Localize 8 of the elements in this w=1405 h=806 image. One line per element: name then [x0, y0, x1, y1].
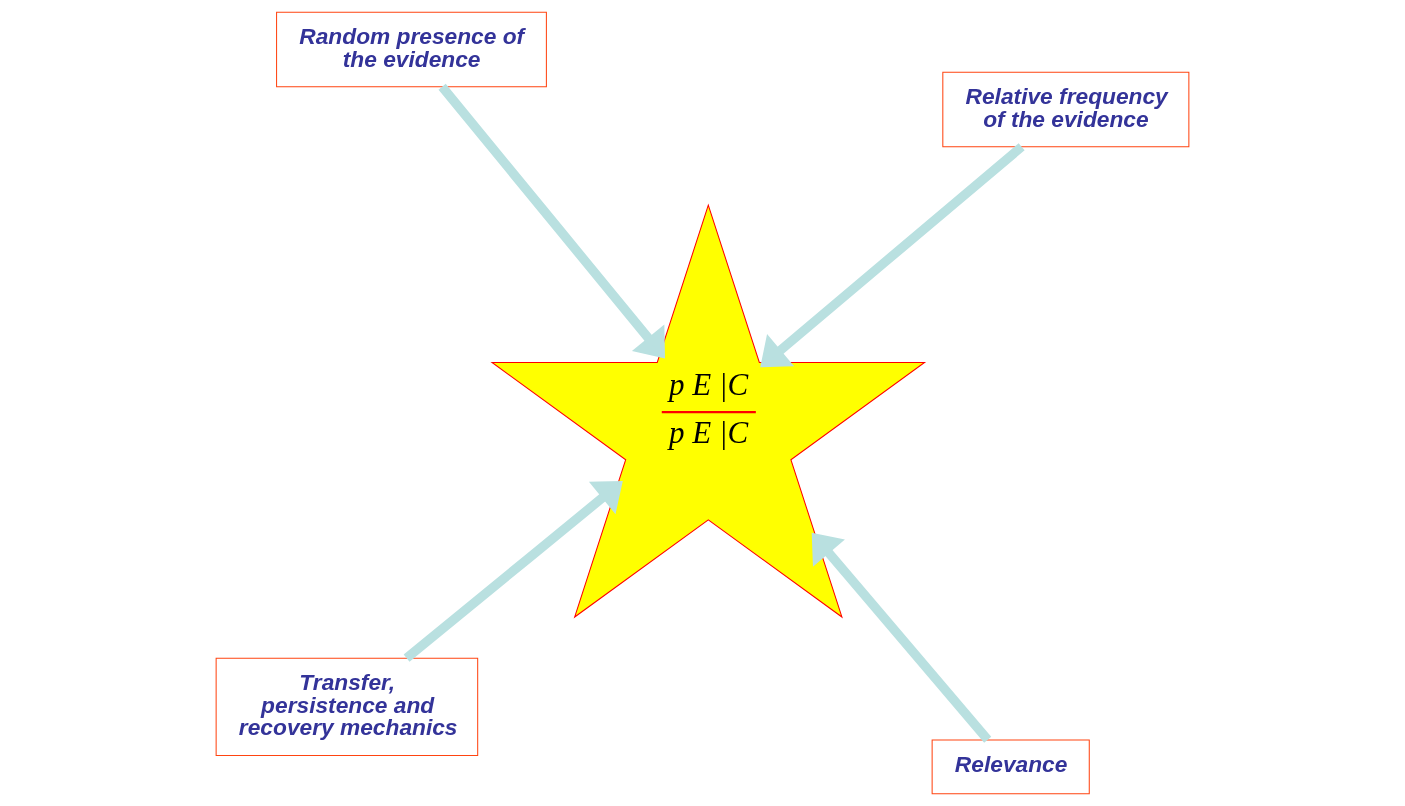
arrow: [811, 532, 992, 743]
arrow: [403, 481, 623, 662]
node-box: Relative frequency of the evidence: [942, 71, 1190, 148]
arrow: [438, 83, 665, 359]
node-box: Random presence of the evidence: [276, 11, 547, 88]
node-box: Transfer, persistence and recovery mechanics: [215, 657, 479, 757]
arrow: [760, 143, 1025, 368]
node-box: Relevance: [931, 739, 1090, 795]
